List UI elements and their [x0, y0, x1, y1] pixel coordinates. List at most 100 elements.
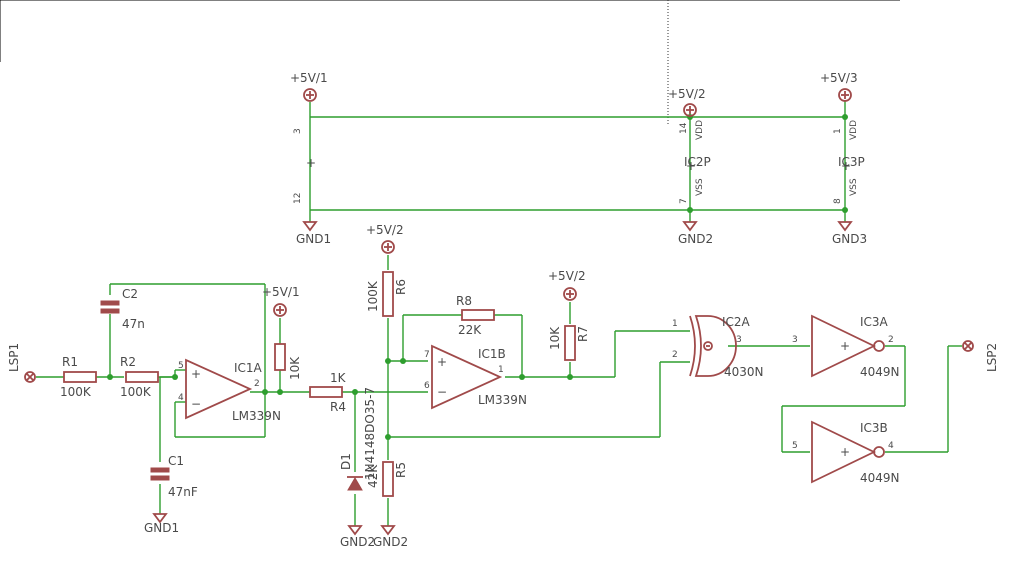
ic3a-part: 4049N: [860, 365, 900, 379]
label-5v2-top: +5V/2: [668, 87, 706, 101]
r8-label: R8: [456, 294, 472, 308]
d1-diode[interactable]: [347, 476, 363, 491]
vss-label: VSS: [695, 178, 705, 196]
pin-label: 5: [178, 361, 184, 371]
ic3b-label: IC3B: [860, 421, 888, 435]
pin-label: 12: [293, 193, 303, 204]
gnd2-bottom-label: GND2: [340, 535, 375, 549]
pin-label: 4: [178, 393, 184, 403]
pin-label: 3: [293, 128, 303, 134]
vdd-label: VDD: [849, 120, 859, 140]
plus-sign: +: [686, 159, 696, 173]
label-gnd1-top: GND1: [296, 232, 331, 246]
lsp1-label: LSP1: [7, 343, 21, 372]
label-5v2-right: +5V/2: [548, 269, 586, 283]
pin-label: 8: [833, 198, 843, 204]
pin-label: 2: [254, 379, 260, 389]
ic2a-label: IC2A: [722, 315, 751, 329]
pin-label: 3: [736, 335, 742, 345]
c1-capacitor[interactable]: [150, 467, 170, 481]
pin-label: 2: [672, 350, 678, 360]
supply-symbol: [273, 303, 287, 317]
r5-value: 42K: [366, 464, 380, 488]
plus-sign: +: [191, 367, 201, 381]
ic1a-label: IC1A: [234, 361, 263, 375]
pin-label: 1: [498, 365, 504, 375]
r4-value: 1K: [330, 371, 347, 385]
ground-symbol: [380, 525, 396, 536]
r5-label: R5: [394, 462, 408, 478]
plus-sign: +: [840, 339, 850, 353]
plus-sign: +: [841, 159, 851, 173]
r4-label: R4: [330, 400, 346, 414]
pin-label: 14: [679, 122, 689, 134]
pin-label: 2: [888, 335, 894, 345]
supply-symbol: [381, 240, 395, 254]
plus-sign: +: [437, 355, 447, 369]
r2-value: 100K: [120, 385, 152, 399]
c1-value: 47nF: [168, 485, 198, 499]
pin-label: 6: [424, 381, 430, 391]
r4-resistor[interactable]: [309, 386, 343, 398]
pin-label: 1: [672, 319, 678, 329]
ic1b-part: LM339N: [478, 393, 527, 407]
plus-sign: +: [306, 156, 316, 170]
sheet-frame: [0, 0, 900, 60]
r2-label: R2: [120, 355, 136, 369]
r1-label: R1: [62, 355, 78, 369]
label-5v1-mid: +5V/1: [262, 285, 300, 299]
label-5v2-mid: +5V/2: [366, 223, 404, 237]
r7-label: R7: [576, 326, 590, 342]
ic3a-inverter[interactable]: [811, 314, 885, 378]
ic2a-part: 4030N: [724, 365, 764, 379]
r6-resistor[interactable]: [382, 271, 394, 317]
r3-resistor[interactable]: [274, 343, 286, 371]
ic2p-label: IC2P: [684, 155, 711, 169]
supply-symbol: [303, 88, 852, 117]
d1-label: D1: [339, 453, 353, 470]
ground-symbol: [302, 221, 853, 232]
minus-sign: −: [437, 385, 447, 399]
lsp2-label: LSP2: [985, 343, 999, 372]
ic3b-inverter[interactable]: [811, 420, 885, 484]
ic3b-part: 4049N: [860, 471, 900, 485]
ic1a-comparator[interactable]: [185, 358, 253, 420]
gnd2-bottom-label: GND2: [373, 535, 408, 549]
label-gnd3-top: GND3: [832, 232, 867, 246]
ground-symbol: [152, 513, 168, 524]
lsp2-connector[interactable]: [962, 340, 974, 352]
r6-label: R6: [394, 279, 408, 295]
supply-symbol: [563, 287, 577, 301]
power-rails: [309, 100, 848, 222]
r1-value: 100K: [60, 385, 92, 399]
pin-label: 1: [833, 128, 843, 134]
ground-symbol: [347, 525, 363, 536]
r2-resistor[interactable]: [125, 371, 159, 383]
r6-value: 100K: [366, 280, 380, 312]
pin-label: 7: [424, 350, 430, 360]
pin-label: 7: [679, 198, 689, 204]
label-gnd2-top: GND2: [678, 232, 713, 246]
d1-part: 1N4148DO35-7: [363, 387, 377, 480]
c1-label: C1: [168, 454, 184, 468]
c2-label: C2: [122, 287, 138, 301]
c2-capacitor[interactable]: [100, 300, 120, 314]
r7-resistor[interactable]: [564, 325, 576, 361]
r8-value: 22K: [458, 323, 482, 337]
ic1a-part: LM339N: [232, 409, 281, 423]
vdd-label: VDD: [695, 120, 705, 140]
label-5v1-top: +5V/1: [290, 71, 328, 85]
ic2a-xor-gate[interactable]: [689, 315, 737, 377]
vss-label: VSS: [849, 178, 859, 196]
pin-label: 4: [888, 441, 894, 451]
ic1b-label: IC1B: [478, 347, 506, 361]
r5-resistor[interactable]: [382, 461, 394, 497]
minus-sign: −: [191, 397, 201, 411]
ic1b-comparator[interactable]: [431, 344, 503, 410]
r8-resistor[interactable]: [461, 309, 495, 321]
ic3a-label: IC3A: [860, 315, 889, 329]
lsp1-connector[interactable]: [24, 371, 36, 383]
r1-resistor[interactable]: [63, 371, 97, 383]
c2-value: 47n: [122, 317, 145, 331]
